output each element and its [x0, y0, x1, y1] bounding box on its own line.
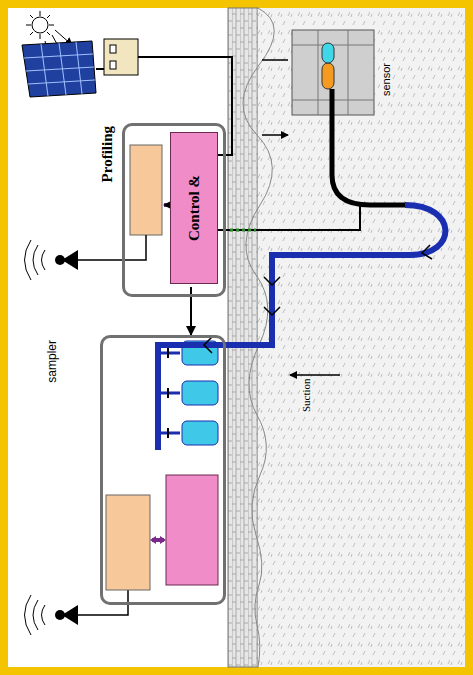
sensor-label: sensor	[380, 62, 392, 97]
sensor-housing	[262, 30, 374, 135]
solar-panel	[22, 41, 96, 97]
sample-bottles	[158, 341, 218, 445]
hose	[218, 89, 405, 230]
group-heading: Profiling	[99, 126, 116, 182]
control-box: Control &	[170, 132, 218, 284]
sampler-parts	[106, 475, 218, 590]
water	[258, 8, 465, 667]
suction-label: Suction	[300, 377, 312, 413]
frame	[4, 4, 469, 671]
antenna	[25, 590, 129, 635]
antenna	[25, 240, 79, 280]
profiling-group: ProfilingControl &	[122, 123, 226, 297]
group-heading: sampler	[45, 340, 59, 383]
box-label: Control &	[186, 175, 203, 241]
sampler-group: sampler	[100, 335, 226, 605]
